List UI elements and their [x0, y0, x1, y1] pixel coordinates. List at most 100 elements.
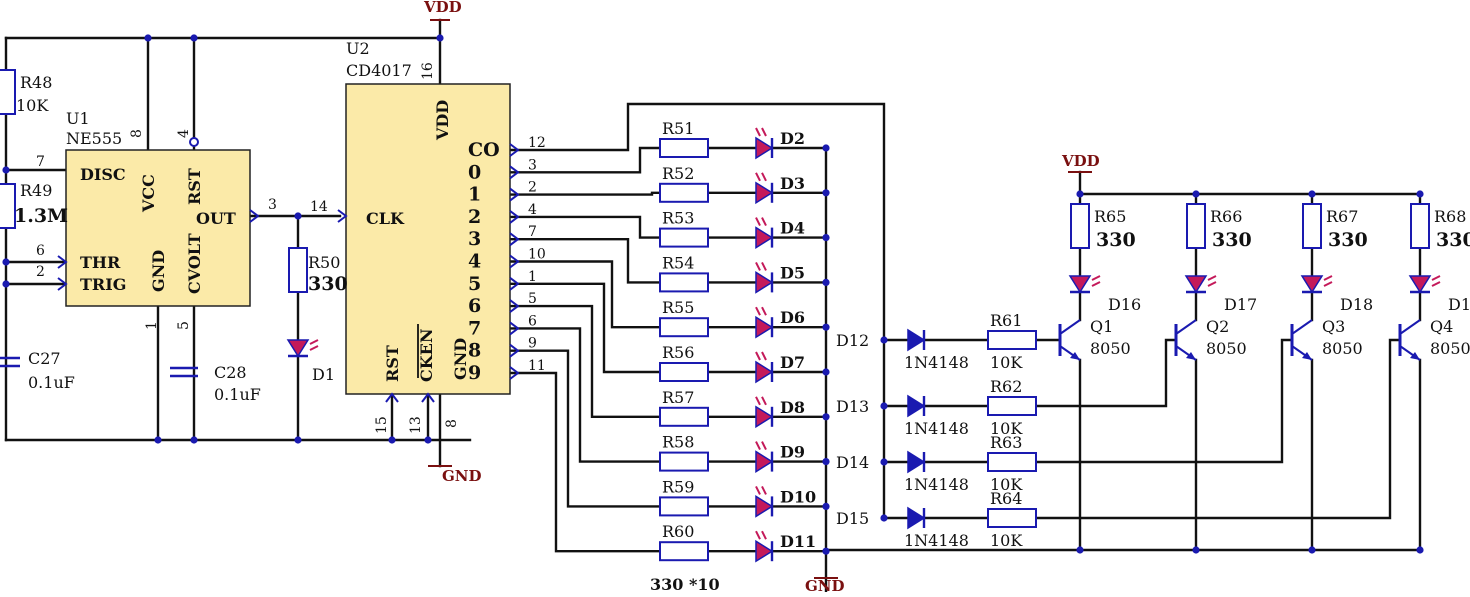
u2-output-label-9: 8	[468, 340, 481, 362]
junction-dot	[880, 514, 888, 522]
driver-resistor-ref-2: R63	[990, 433, 1022, 452]
junction-dot	[294, 436, 302, 444]
gnd-label-bottom: GND	[805, 577, 845, 592]
q-type-2: 8050	[1322, 339, 1363, 358]
q-led-2	[1300, 275, 1324, 294]
q-resistor-value-3: 330	[1436, 229, 1470, 251]
r50-value: 330	[308, 273, 348, 295]
vdd-label-right: VDD	[1061, 152, 1100, 170]
d1-led	[286, 339, 310, 358]
junction-dot	[1416, 190, 1424, 198]
u1-vcc-label: VCC	[139, 174, 158, 213]
junction-dot	[822, 458, 830, 466]
u1-thr-label: THR	[80, 253, 121, 272]
u1-trig-arrow	[57, 277, 68, 291]
q-led-1-rays	[1207, 275, 1217, 287]
resistor-note: 330 *10	[650, 575, 720, 592]
u2-ref: U2	[346, 39, 370, 58]
u2-output-pin-0: 12	[528, 135, 546, 151]
junction-dot	[2, 166, 10, 174]
q-type-3: 8050	[1430, 339, 1470, 358]
led-resistor-ref-3: R54	[662, 253, 694, 272]
led-resistor-ref-8: R59	[662, 477, 694, 496]
u2-output-label-6: 5	[468, 273, 481, 295]
q4-base	[1034, 338, 1402, 520]
q-led-3	[1408, 275, 1432, 294]
led-1-rays	[755, 172, 767, 182]
u2-output-label-0: CO	[468, 139, 500, 161]
u2-out-arrow-9	[509, 343, 520, 358]
junction-dot	[190, 34, 198, 42]
led-resistor-1	[659, 182, 709, 203]
junction-dot	[388, 436, 396, 444]
q-led-ref-1: D17	[1224, 295, 1257, 314]
led-8-rays	[755, 485, 767, 495]
driver-resistor-ref-1: R62	[990, 377, 1022, 396]
q-resistor-value-1: 330	[1212, 229, 1252, 251]
led-resistor-9	[659, 541, 709, 562]
u1-out-arrow	[249, 209, 260, 223]
driver-resistor-ref-0: R61	[990, 311, 1022, 330]
driver-resistor-value-1: 10K	[990, 419, 1023, 438]
u2-rst-arrow	[385, 392, 399, 403]
q-resistor-ref-2: R67	[1326, 207, 1358, 226]
r49-value: 1.3M	[14, 205, 68, 227]
led-resistor-ref-7: R58	[662, 433, 694, 452]
u2-clk-label: CLK	[366, 209, 405, 228]
driver-resistor-ref-3: R64	[990, 489, 1022, 508]
u2-output-label-4: 3	[468, 228, 481, 250]
d1-ref: D1	[312, 365, 335, 384]
u1-name: NE555	[66, 129, 122, 148]
led-5-rays	[755, 351, 767, 361]
u2-vdd-label: VDD	[433, 100, 452, 141]
u2-out-arrow-8	[509, 321, 520, 336]
u1-pin6: 6	[36, 243, 45, 259]
u1-pin7: 7	[36, 154, 45, 170]
q-transistor-3-arrow	[1410, 352, 1420, 360]
led-ref-7: D9	[780, 443, 805, 462]
led-ref-6: D8	[780, 398, 805, 417]
q-transistor-0-arrow	[1070, 352, 1080, 360]
junction-dot	[822, 502, 830, 510]
u2-gnd-label: GND	[451, 338, 470, 380]
u1-out-label: OUT	[196, 209, 236, 228]
driver-diode-1	[907, 394, 926, 418]
junction-dot	[2, 280, 10, 288]
led-resistor-4	[659, 317, 709, 338]
u2-output-pin-6: 1	[528, 269, 537, 285]
driver-diode-ref-2: D14	[836, 453, 869, 472]
led-route-5	[508, 282, 662, 374]
u2-output-pin-10: 11	[528, 358, 546, 374]
u2-output-pin-9: 9	[528, 336, 537, 352]
u2-output-pin-5: 10	[528, 247, 546, 263]
q-resistor-ref-0: R65	[1094, 207, 1126, 226]
u2-out-arrow-2	[509, 187, 520, 202]
r48-ref: R48	[20, 73, 52, 92]
q-transistor-0-collector	[1059, 319, 1081, 335]
junction-dot	[880, 336, 888, 344]
r50-ref: R50	[308, 253, 340, 272]
q-transistor-3-collector	[1399, 319, 1421, 335]
u2-output-pin-1: 3	[528, 157, 537, 173]
c28-value: 0.1uF	[214, 385, 261, 404]
driver-diode-3	[907, 506, 926, 530]
junction-dot	[1192, 546, 1200, 554]
u2-out-arrow-1	[509, 165, 520, 180]
u2-clk-arrow	[337, 209, 348, 223]
junction-dot	[1076, 546, 1084, 554]
junction-dot	[1416, 546, 1424, 554]
junction-dot	[822, 323, 830, 331]
driver-resistor-0	[987, 330, 1037, 350]
u2-out-arrow-3	[509, 210, 520, 224]
driver-diode-0	[907, 328, 926, 352]
led-route-2	[508, 215, 662, 239]
led-6-rays	[755, 396, 767, 406]
led-2	[755, 226, 774, 249]
led-resistor-ref-5: R56	[662, 343, 694, 362]
r49-body	[0, 183, 16, 229]
q-led-ref-0: D16	[1108, 295, 1141, 314]
q-resistor-value-0: 330	[1096, 229, 1136, 251]
q-resistor-3	[1410, 203, 1430, 249]
led-route-0	[508, 146, 662, 174]
